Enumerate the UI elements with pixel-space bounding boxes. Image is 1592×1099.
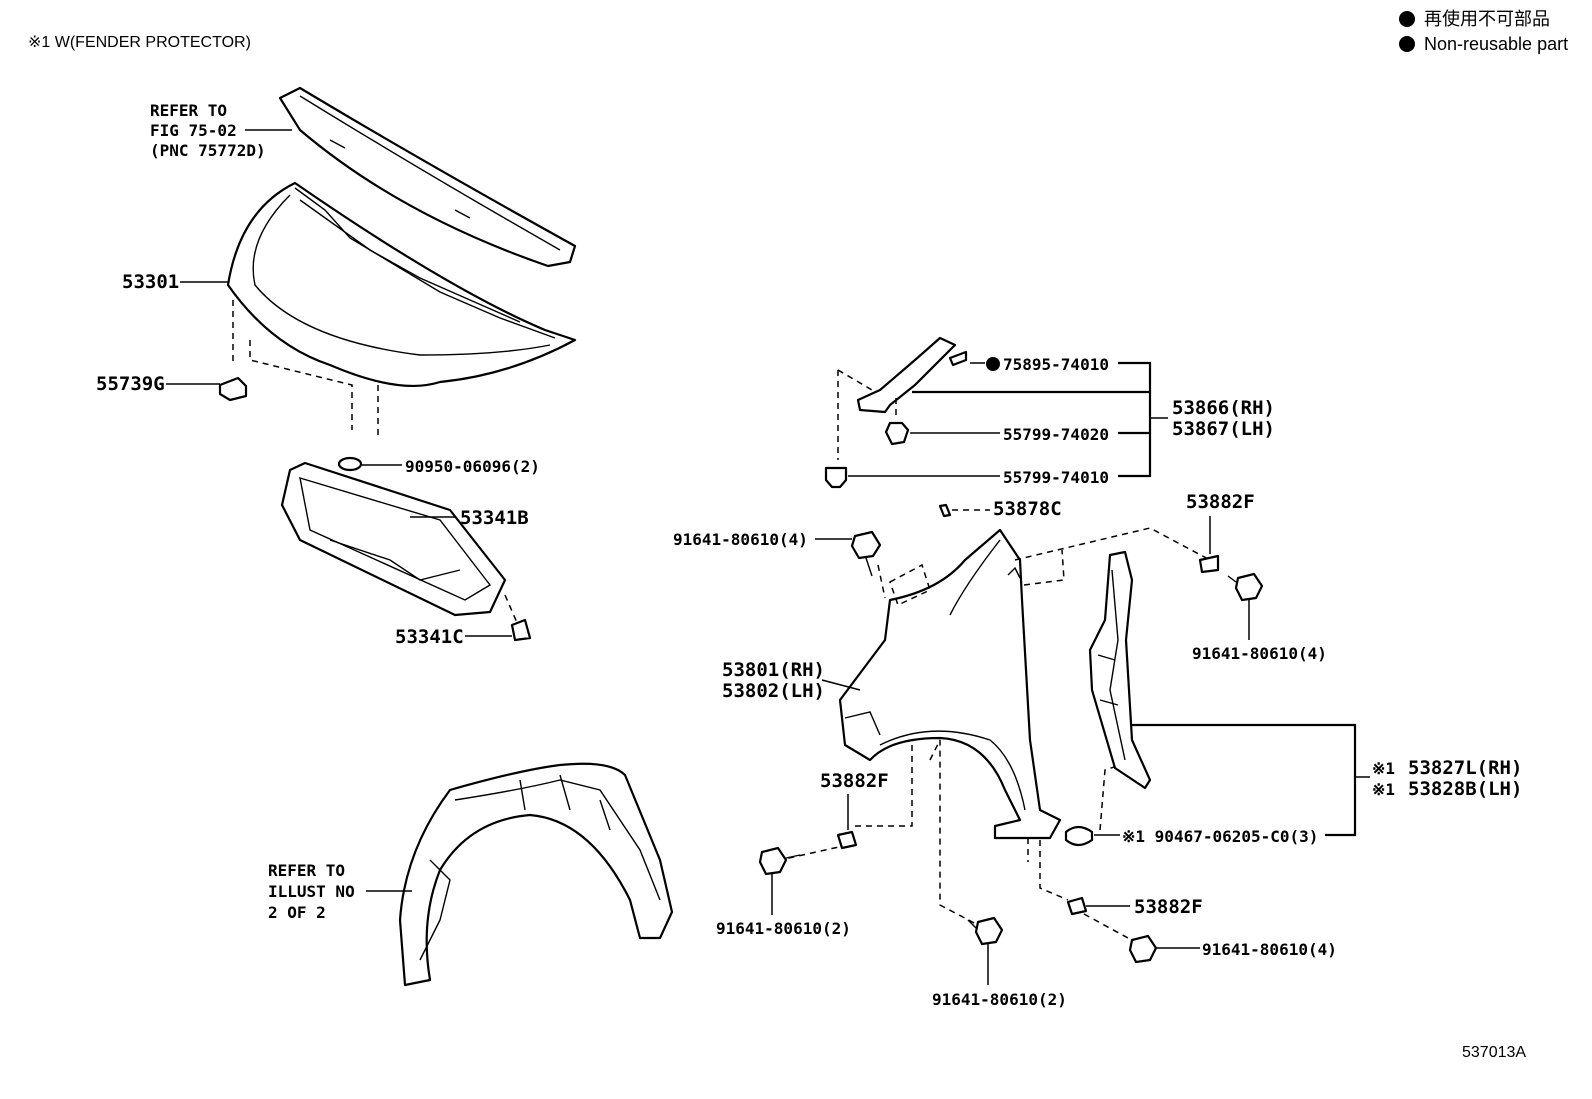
- nut-lower-right-drawing: [1066, 896, 1088, 916]
- fender-liner-drawing: [398, 762, 674, 987]
- label-bolt-top-left: 91641-80610(4): [673, 530, 808, 549]
- label-plug: 90950-06096(2): [405, 457, 540, 476]
- refer-fig-line1: REFER TO: [150, 101, 227, 120]
- pad-drawing: [938, 503, 952, 518]
- label-clip-seal: 75895-74010: [1003, 355, 1109, 374]
- header-note: ※1 W(FENDER PROTECTOR): [28, 34, 251, 51]
- fender-drawing: [838, 528, 1062, 840]
- label-cowl-seal-lh: 53867(LH): [1172, 418, 1275, 440]
- label-nut-mid-left: 53882F: [820, 770, 889, 792]
- label-bolt-lower-right: 91641-80610(4): [1202, 940, 1337, 959]
- label-protector-mark-2: ※1: [1372, 780, 1395, 799]
- non-reusable-dot: [986, 357, 1000, 371]
- label-fender-lh: 53802(LH): [722, 680, 825, 702]
- legend: 再使用不可部品 Non-reusable part: [1399, 9, 1568, 54]
- refer-fig-line3: (PNC 75772D): [150, 141, 266, 160]
- label-clip-55799-10: 55799-74010: [1003, 468, 1109, 487]
- insulator-drawing: [280, 461, 507, 617]
- label-clip-55799-20: 55799-74020: [1003, 425, 1109, 444]
- label-protector-lh: 53828B(LH): [1408, 778, 1522, 800]
- label-cowl-seal-rh: 53866(RH): [1172, 397, 1275, 419]
- label-cushion: 55739G: [96, 373, 165, 395]
- label-bolt-lower-left: 91641-80610(2): [716, 919, 851, 938]
- cowl-seal-drawing: [856, 336, 968, 414]
- bolt-lower-mid-drawing: [967, 916, 1004, 946]
- nut-top-right-drawing: [1198, 554, 1220, 574]
- protector-clip-drawing: [1064, 825, 1094, 847]
- plug-drawing: [337, 456, 363, 472]
- label-protector-clip: ※1 90467-06205-C0(3): [1122, 827, 1318, 846]
- label-hood: 53301: [122, 271, 179, 293]
- hood-drawing: [226, 181, 577, 387]
- bolt-top-right-drawing: [1227, 572, 1264, 602]
- label-pad: 53878C: [993, 498, 1062, 520]
- refer-illust-line3: 2 OF 2: [268, 903, 326, 922]
- legend-text-en: Non-reusable part: [1424, 34, 1568, 54]
- legend-dot-jp: [1399, 11, 1415, 27]
- refer-fig-line2: FIG 75-02: [150, 121, 237, 140]
- label-fender-rh: 53801(RH): [722, 659, 825, 681]
- insulator-clip-drawing: [510, 618, 532, 642]
- clip-55799-74020-drawing: [884, 421, 910, 446]
- cushion-55739g-drawing: [218, 376, 248, 402]
- legend-dot-en: [1399, 36, 1415, 52]
- refer-illust-line1: REFER TO: [268, 861, 345, 880]
- label-nut-top-right: 53882F: [1186, 491, 1255, 513]
- label-protector-mark-1: ※1: [1372, 759, 1395, 778]
- figure-id: 537013A: [1462, 1044, 1526, 1061]
- label-protector-rh: 53827L(RH): [1408, 757, 1522, 779]
- hood-protector-drawing: [278, 86, 577, 268]
- refer-illust-line2: ILLUST NO: [268, 882, 355, 901]
- label-nut-lower-right: 53882F: [1134, 896, 1203, 918]
- label-bolt-top-right: 91641-80610(4): [1192, 644, 1327, 663]
- nut-mid-left-drawing: [836, 830, 858, 850]
- clip-55799-74010-drawing: [824, 466, 848, 489]
- bolt-top-left-drawing: [850, 530, 882, 577]
- legend-text-jp: 再使用不可部品: [1424, 9, 1550, 29]
- bolt-lower-right-drawing: [1128, 934, 1158, 964]
- fender-protector-front-drawing: [1088, 550, 1152, 790]
- label-insulator: 53341B: [460, 507, 529, 529]
- bolt-lower-left-drawing: [758, 846, 801, 876]
- label-bolt-lower-mid: 91641-80610(2): [932, 990, 1067, 1009]
- label-insulator-clip: 53341C: [395, 626, 464, 648]
